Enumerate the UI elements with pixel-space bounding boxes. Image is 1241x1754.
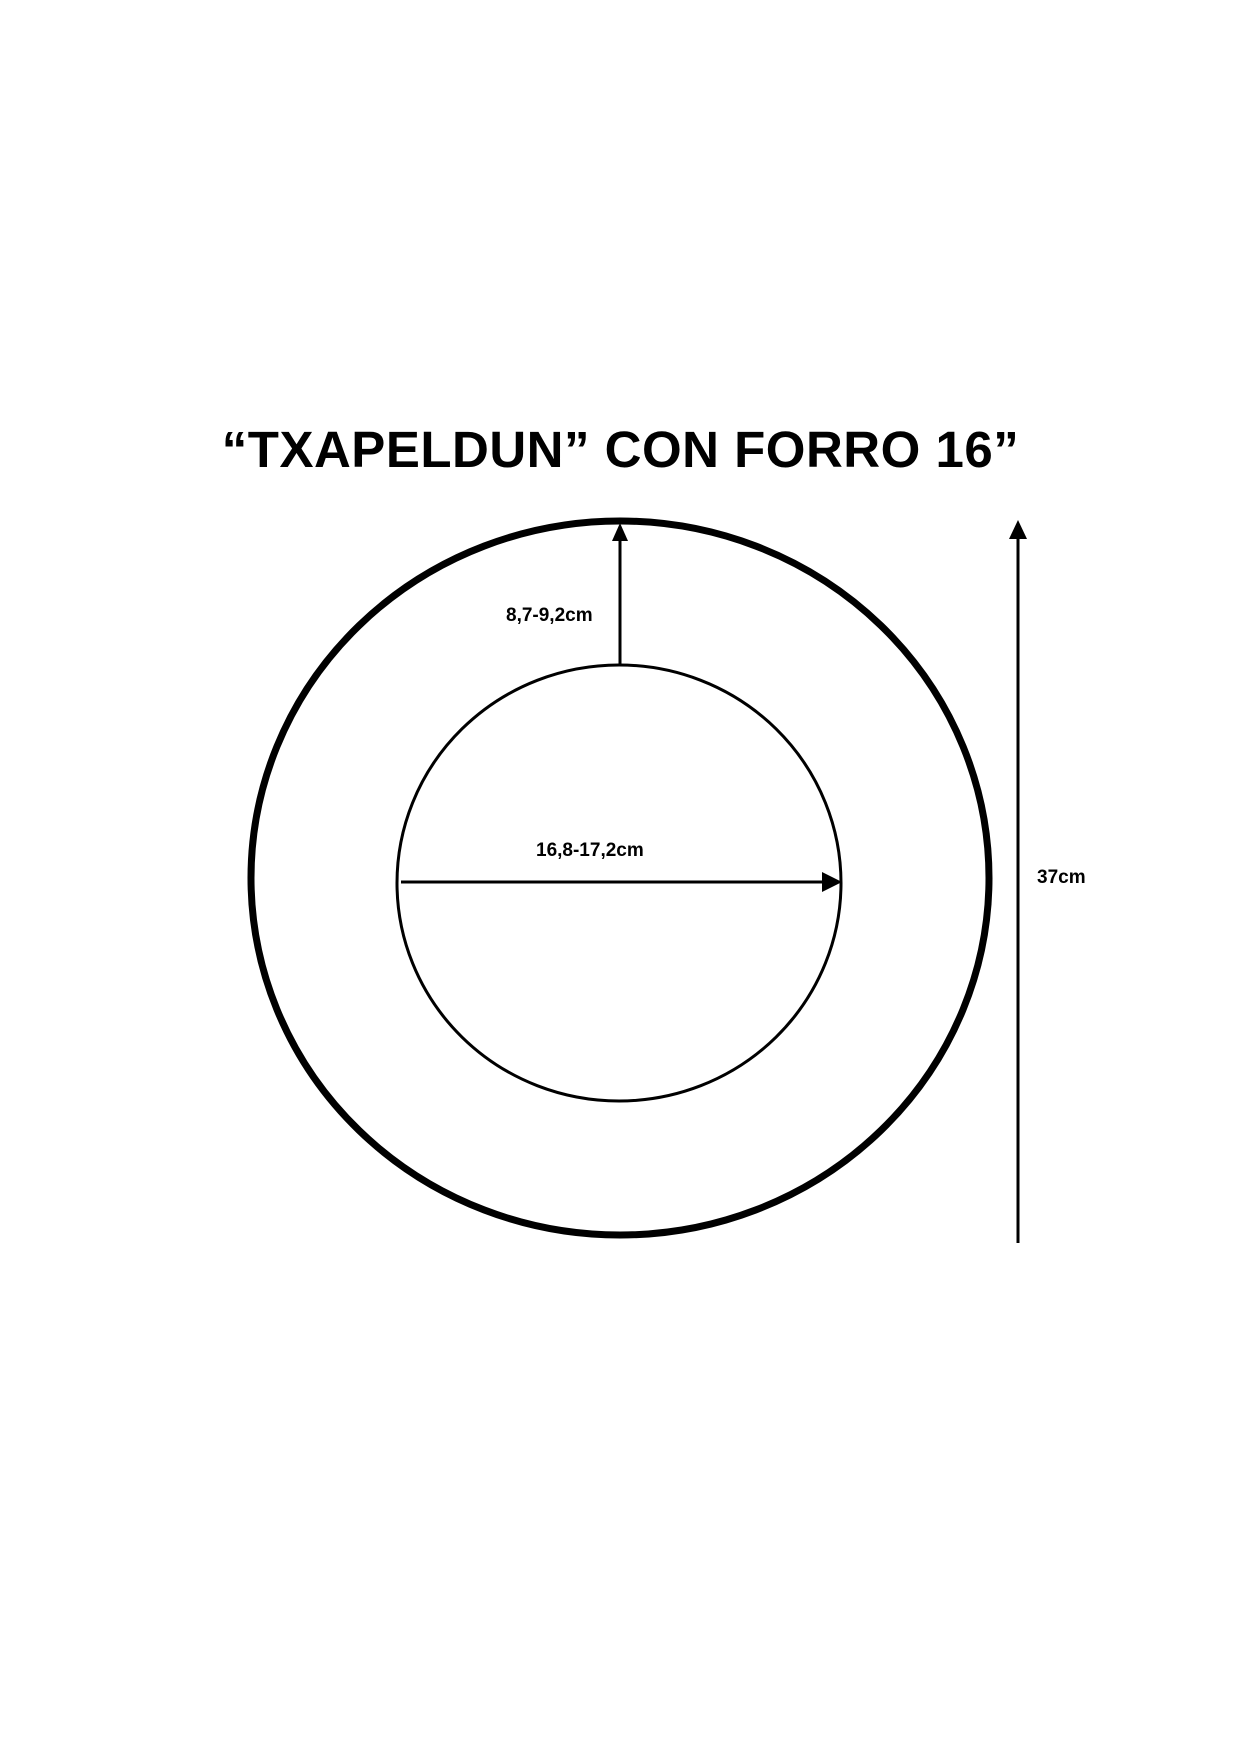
inner-diameter-arrow bbox=[401, 872, 842, 892]
ring-width-arrow bbox=[612, 523, 628, 664]
page-title: “TXAPELDUN” CON FORRO 16” bbox=[221, 421, 1020, 478]
ring-width-label: 8,7-9,2cm bbox=[506, 605, 593, 626]
outer-circle bbox=[247, 517, 993, 1239]
outer-diameter-arrow bbox=[1009, 520, 1027, 1243]
inner-circle bbox=[395, 663, 843, 1103]
outer-diameter-label: 37cm bbox=[1037, 867, 1086, 888]
inner-diameter-label: 16,8-17,2cm bbox=[536, 840, 644, 861]
